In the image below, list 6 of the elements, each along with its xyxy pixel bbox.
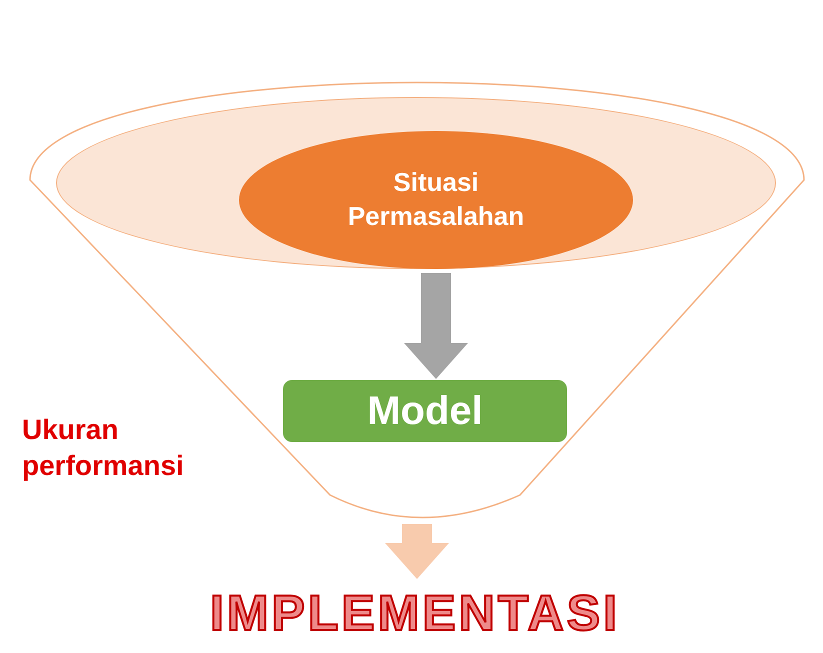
model-box: Model xyxy=(283,380,567,442)
problem-circle: Situasi Permasalahan xyxy=(239,131,633,269)
block-arrow xyxy=(404,273,468,379)
implementation-text: IMPLEMENTASI xyxy=(180,580,650,646)
annotation-text: Ukuran performansi xyxy=(22,413,185,483)
block-arrow xyxy=(385,524,449,579)
